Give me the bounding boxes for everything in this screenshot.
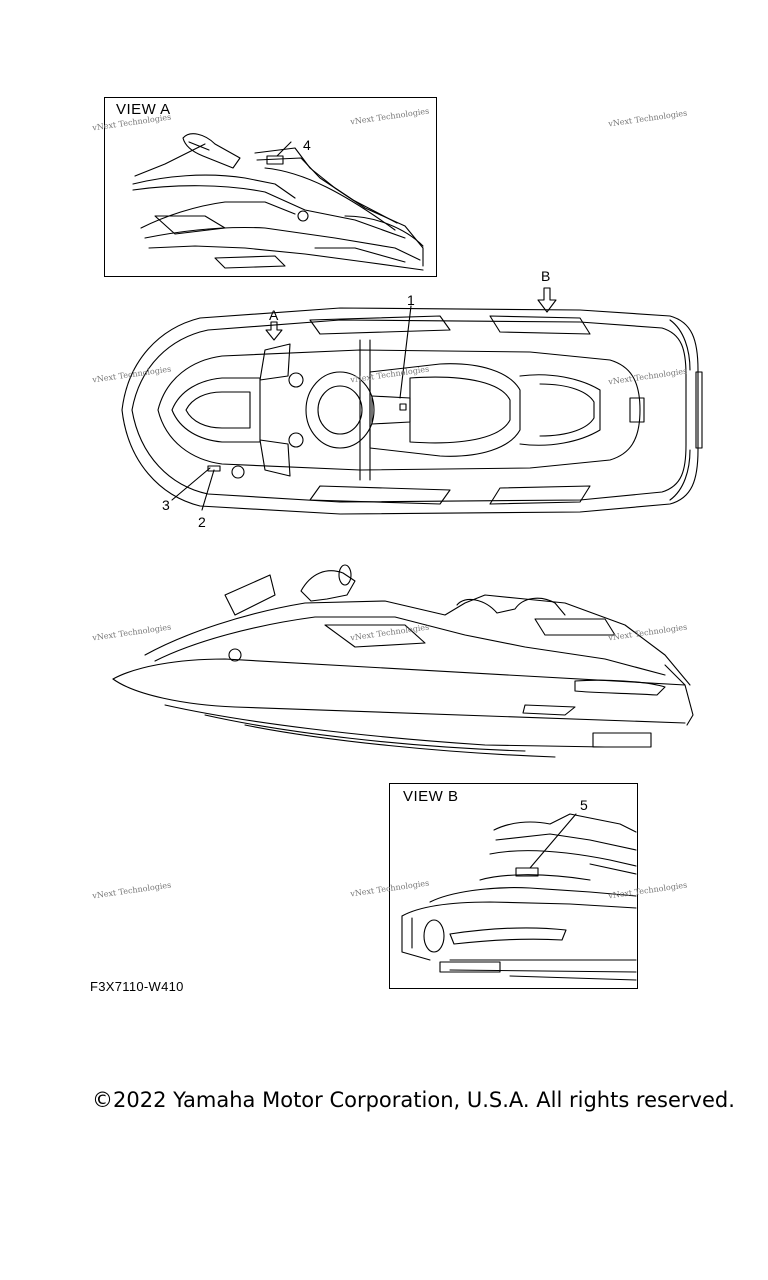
view-a-drawing	[132, 133, 424, 271]
callout-5: 5	[580, 797, 588, 813]
side-view-drawing	[112, 564, 694, 758]
down-arrow-icon	[265, 321, 283, 341]
figure-code: F3X7110-W410	[90, 979, 184, 994]
copyright-notice: ©2022 Yamaha Motor Corporation, U.S.A. A…	[92, 1088, 735, 1112]
watermark: vNext Technologies	[91, 880, 172, 901]
arrow-b-label: B	[541, 268, 551, 284]
view-b-drawing	[401, 813, 637, 981]
view-b-frame	[389, 783, 638, 989]
view-a-frame	[104, 97, 437, 277]
callout-4: 4	[303, 137, 311, 153]
top-view-drawing	[121, 287, 703, 515]
arrow-a-label: A	[269, 307, 279, 323]
view-a-title: VIEW A	[116, 101, 171, 118]
callout-3: 3	[162, 497, 170, 513]
watermark: vNext Technologies	[607, 108, 688, 129]
callout-2: 2	[198, 514, 206, 530]
view-b-title: VIEW B	[403, 788, 459, 805]
callout-1: 1	[407, 292, 415, 308]
